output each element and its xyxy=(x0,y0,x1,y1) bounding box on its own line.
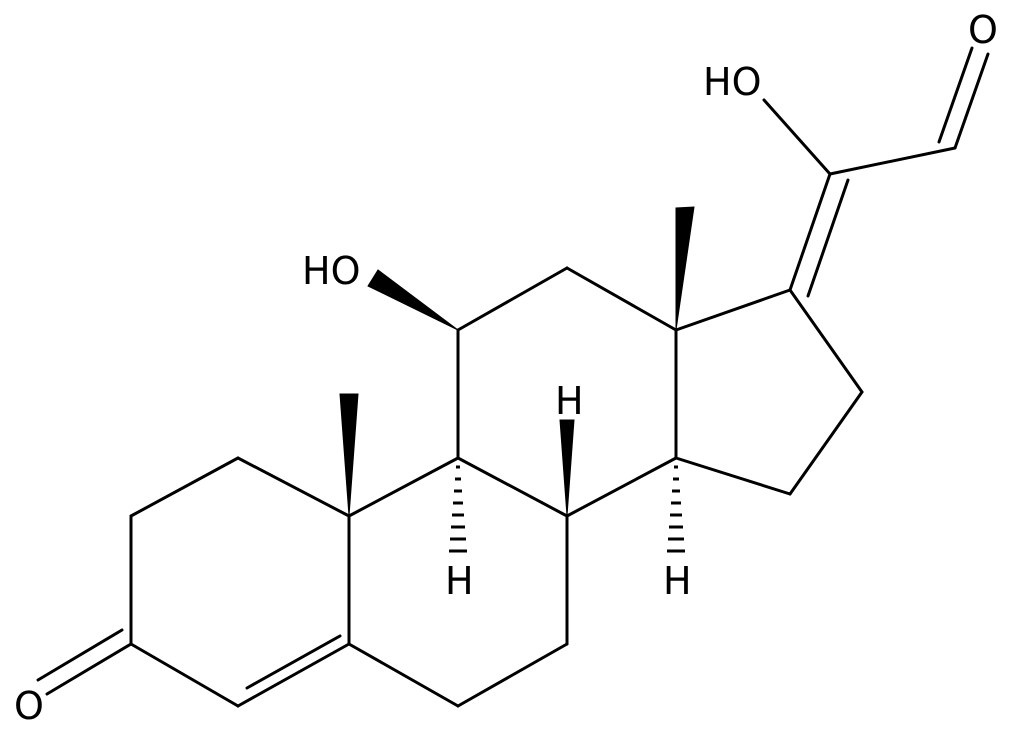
bond-c3-c4 xyxy=(129,642,240,708)
label-h-c14: H xyxy=(663,559,692,603)
ring-d xyxy=(674,288,864,496)
bond-c15-c14 xyxy=(674,456,792,496)
ketone-group xyxy=(36,628,133,696)
bond-c17-c20 xyxy=(788,172,832,292)
label-o-ketone: O xyxy=(14,684,44,728)
bond-c11-c12 xyxy=(456,266,569,332)
bond-c17-c16 xyxy=(788,288,864,394)
bond-c12-c13 xyxy=(565,266,678,332)
label-oh-c11: HO xyxy=(302,249,360,293)
hash-bonds xyxy=(449,465,685,553)
bond-c1-c2 xyxy=(129,456,240,518)
ring-a xyxy=(129,456,351,708)
label-h-c8: H xyxy=(555,379,584,423)
bond-c10-c1 xyxy=(236,456,351,518)
hash-c14-h xyxy=(667,465,685,553)
bond-c6-c7 xyxy=(456,642,569,708)
ring-c xyxy=(456,266,678,518)
wedge-c13-methyl xyxy=(675,206,695,331)
label-oh-side-chain: HO xyxy=(703,60,761,104)
wedge-c8-h xyxy=(559,419,575,517)
wedge-c10-methyl xyxy=(339,393,359,517)
atom-labels: HO O HO H H H O xyxy=(14,8,998,728)
bond-c3-o xyxy=(45,642,133,696)
wedge-c11-oh xyxy=(367,269,459,331)
bond-c17-c20-double xyxy=(806,178,850,298)
label-o-aldehyde: O xyxy=(968,8,998,52)
label-h-c9: H xyxy=(445,559,474,603)
bond-c8-c9 xyxy=(456,456,569,518)
wedge-bonds xyxy=(339,206,695,517)
bond-c20-oh xyxy=(762,98,832,176)
bond-c13-c17 xyxy=(674,288,792,332)
bond-c5-c6 xyxy=(347,642,460,708)
side-chain xyxy=(762,46,990,298)
bond-c3-o-double xyxy=(36,628,124,682)
bond-c9-c10 xyxy=(347,456,460,518)
bond-c21-o-double xyxy=(937,46,974,144)
bond-c4-c5-double xyxy=(245,634,342,690)
bond-c4-c5 xyxy=(236,642,351,708)
bond-c16-c15 xyxy=(788,390,864,496)
ring-b xyxy=(347,456,569,708)
bond-c14-c8 xyxy=(565,456,678,518)
bond-c20-c21 xyxy=(828,146,957,176)
bond-c21-o xyxy=(953,52,990,150)
hash-c9-h xyxy=(449,465,467,553)
